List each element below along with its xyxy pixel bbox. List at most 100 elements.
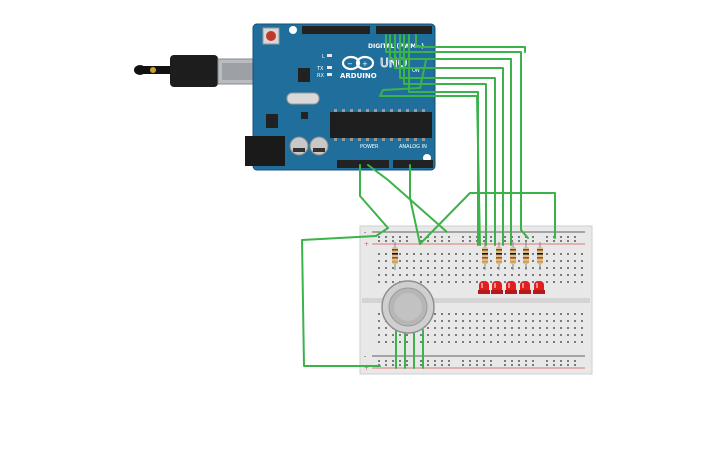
- breadboard-hole[interactable]: [448, 327, 450, 329]
- gas-sensor[interactable]: [381, 280, 435, 334]
- rail-hole[interactable]: [525, 240, 527, 242]
- breadboard-hole[interactable]: [434, 253, 436, 255]
- leds[interactable]: [478, 281, 545, 294]
- breadboard-hole[interactable]: [378, 253, 380, 255]
- breadboard-hole[interactable]: [490, 334, 492, 336]
- breadboard-hole[interactable]: [476, 341, 478, 343]
- breadboard-hole[interactable]: [581, 334, 583, 336]
- breadboard-hole[interactable]: [490, 320, 492, 322]
- breadboard-hole[interactable]: [441, 334, 443, 336]
- rail-hole[interactable]: [392, 360, 394, 362]
- breadboard-hole[interactable]: [462, 334, 464, 336]
- breadboard-hole[interactable]: [476, 320, 478, 322]
- breadboard-hole[interactable]: [490, 274, 492, 276]
- rail-hole[interactable]: [567, 240, 569, 242]
- breadboard-hole[interactable]: [406, 334, 408, 336]
- breadboard-hole[interactable]: [525, 334, 527, 336]
- breadboard-hole[interactable]: [469, 267, 471, 269]
- breadboard-hole[interactable]: [497, 327, 499, 329]
- breadboard-hole[interactable]: [532, 341, 534, 343]
- breadboard-hole[interactable]: [483, 320, 485, 322]
- breadboard-hole[interactable]: [392, 274, 394, 276]
- rail-hole[interactable]: [553, 360, 555, 362]
- arduino-board[interactable]: DIGITAL (PWM~) − + ARDUINO UNO L TX RX O…: [245, 23, 436, 171]
- rail-hole[interactable]: [399, 360, 401, 362]
- breadboard-hole[interactable]: [553, 341, 555, 343]
- breadboard-hole[interactable]: [441, 341, 443, 343]
- breadboard-hole[interactable]: [427, 274, 429, 276]
- breadboard-hole[interactable]: [567, 327, 569, 329]
- breadboard-hole[interactable]: [490, 313, 492, 315]
- breadboard-hole[interactable]: [469, 327, 471, 329]
- breadboard-hole[interactable]: [476, 260, 478, 262]
- breadboard-hole[interactable]: [469, 341, 471, 343]
- breadboard-hole[interactable]: [476, 327, 478, 329]
- breadboard-hole[interactable]: [518, 281, 520, 283]
- rail-hole[interactable]: [483, 360, 485, 362]
- breadboard-hole[interactable]: [574, 341, 576, 343]
- breadboard-hole[interactable]: [560, 281, 562, 283]
- rail-hole[interactable]: [434, 236, 436, 238]
- breadboard-hole[interactable]: [574, 274, 576, 276]
- breadboard-hole[interactable]: [420, 341, 422, 343]
- breadboard-hole[interactable]: [462, 260, 464, 262]
- breadboard-hole[interactable]: [539, 341, 541, 343]
- rail-hole[interactable]: [462, 364, 464, 366]
- led[interactable]: [505, 281, 517, 294]
- breadboard-hole[interactable]: [560, 334, 562, 336]
- breadboard-hole[interactable]: [567, 267, 569, 269]
- breadboard-hole[interactable]: [427, 334, 429, 336]
- breadboard-hole[interactable]: [504, 274, 506, 276]
- breadboard-hole[interactable]: [462, 253, 464, 255]
- rail-hole[interactable]: [490, 360, 492, 362]
- breadboard-hole[interactable]: [378, 334, 380, 336]
- breadboard-hole[interactable]: [399, 253, 401, 255]
- breadboard-hole[interactable]: [567, 253, 569, 255]
- breadboard-hole[interactable]: [434, 320, 436, 322]
- breadboard-hole[interactable]: [476, 274, 478, 276]
- breadboard-hole[interactable]: [525, 320, 527, 322]
- breadboard-hole[interactable]: [441, 281, 443, 283]
- breadboard-hole[interactable]: [567, 274, 569, 276]
- breadboard-hole[interactable]: [420, 274, 422, 276]
- breadboard-hole[interactable]: [462, 281, 464, 283]
- breadboard-hole[interactable]: [546, 267, 548, 269]
- rail-hole[interactable]: [392, 364, 394, 366]
- rail-hole[interactable]: [434, 360, 436, 362]
- breadboard-hole[interactable]: [455, 253, 457, 255]
- rail-hole[interactable]: [427, 364, 429, 366]
- breadboard-hole[interactable]: [546, 320, 548, 322]
- breadboard-hole[interactable]: [392, 334, 394, 336]
- breadboard-hole[interactable]: [525, 274, 527, 276]
- breadboard-hole[interactable]: [553, 320, 555, 322]
- breadboard-hole[interactable]: [490, 267, 492, 269]
- breadboard-hole[interactable]: [392, 341, 394, 343]
- rail-hole[interactable]: [420, 364, 422, 366]
- breadboard-hole[interactable]: [511, 341, 513, 343]
- breadboard-hole[interactable]: [378, 327, 380, 329]
- breadboard-hole[interactable]: [378, 281, 380, 283]
- breadboard-hole[interactable]: [581, 320, 583, 322]
- breadboard-hole[interactable]: [518, 320, 520, 322]
- breadboard-hole[interactable]: [532, 274, 534, 276]
- breadboard-hole[interactable]: [427, 253, 429, 255]
- breadboard-hole[interactable]: [448, 260, 450, 262]
- breadboard-hole[interactable]: [399, 341, 401, 343]
- rail-hole[interactable]: [469, 364, 471, 366]
- breadboard-hole[interactable]: [378, 341, 380, 343]
- breadboard-hole[interactable]: [560, 313, 562, 315]
- breadboard-hole[interactable]: [455, 313, 457, 315]
- breadboard-hole[interactable]: [560, 327, 562, 329]
- breadboard-hole[interactable]: [462, 341, 464, 343]
- rail-hole[interactable]: [546, 364, 548, 366]
- breadboard-hole[interactable]: [581, 253, 583, 255]
- rail-hole[interactable]: [560, 236, 562, 238]
- breadboard-hole[interactable]: [413, 267, 415, 269]
- breadboard-hole[interactable]: [399, 334, 401, 336]
- breadboard-hole[interactable]: [455, 327, 457, 329]
- breadboard-hole[interactable]: [539, 334, 541, 336]
- breadboard-hole[interactable]: [525, 313, 527, 315]
- breadboard-hole[interactable]: [518, 334, 520, 336]
- breadboard-hole[interactable]: [462, 274, 464, 276]
- breadboard-hole[interactable]: [427, 327, 429, 329]
